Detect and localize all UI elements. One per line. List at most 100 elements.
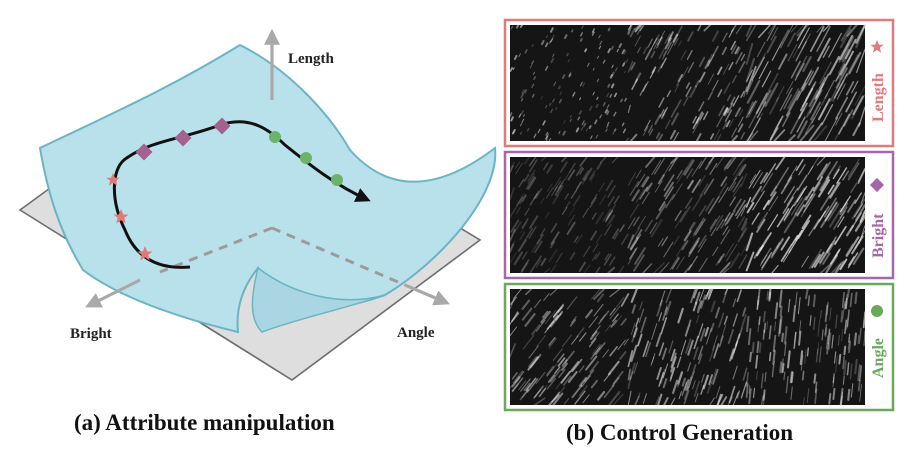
rain-streak <box>758 316 761 326</box>
star-icon <box>870 40 884 53</box>
rain-streak <box>625 137 630 142</box>
rain-streak <box>589 360 600 373</box>
rain-streak <box>543 162 549 171</box>
rain-streak <box>640 316 647 334</box>
rain-streak <box>542 162 549 170</box>
rain-streak <box>750 185 763 203</box>
rain-streak <box>621 49 625 55</box>
rain-streak <box>630 234 642 251</box>
rain-streak <box>844 297 848 310</box>
rain-streak <box>509 326 518 337</box>
rain-streak <box>565 201 571 209</box>
rain-streak <box>809 315 812 326</box>
rain-streak <box>768 291 772 302</box>
rain-streak <box>650 37 658 50</box>
rain-streak <box>624 97 627 102</box>
rain-streak <box>738 163 747 177</box>
rain-streak <box>860 192 866 204</box>
rain-streak <box>745 372 749 388</box>
rain-streak <box>629 203 640 219</box>
rain-streak <box>521 307 533 321</box>
rain-streak <box>588 337 597 348</box>
rain-streak <box>819 195 831 211</box>
rain-streak <box>780 176 793 195</box>
rain-streak <box>699 288 705 302</box>
rain-streak <box>816 24 824 33</box>
rain-streak <box>707 73 715 85</box>
rain-streak <box>771 364 774 378</box>
rain-streak <box>803 193 816 213</box>
rain-streak <box>727 102 734 114</box>
rain-streak <box>833 165 841 177</box>
rain-streak <box>839 387 844 407</box>
rain-streak <box>756 295 760 311</box>
rain-streak <box>795 291 798 306</box>
rain-streak <box>630 322 636 335</box>
rain-streak <box>559 91 562 96</box>
rain-streak <box>845 81 855 96</box>
rain-streak <box>745 196 752 208</box>
rain-streak <box>824 79 835 99</box>
rain-streak <box>531 93 535 98</box>
rain-streak <box>535 259 542 268</box>
rain-streak <box>858 365 863 382</box>
rain-streak <box>782 196 794 215</box>
rain-streak <box>768 351 772 362</box>
rain-streak <box>609 308 616 316</box>
rain-streak <box>846 23 858 37</box>
rain-streak <box>805 186 815 201</box>
rain-streak <box>800 354 804 371</box>
rain-streak <box>627 376 632 390</box>
rain-streak <box>551 186 558 197</box>
rain-streak <box>767 191 777 206</box>
rain-streak <box>846 362 850 376</box>
rain-streak <box>620 318 627 326</box>
rain-streak <box>569 252 576 260</box>
rain-streak <box>513 251 524 266</box>
rain-streak <box>756 41 766 58</box>
rain-streak <box>522 113 526 118</box>
rain-streak <box>854 230 866 249</box>
rain-streak <box>825 335 829 350</box>
rain-streak <box>629 370 634 381</box>
rain-streak <box>680 339 687 356</box>
rain-streak <box>662 50 667 57</box>
rain-streak <box>835 96 849 120</box>
rain-streak <box>665 300 672 316</box>
rain-streak <box>676 356 682 369</box>
rain-streak <box>511 383 519 393</box>
rain-streak <box>724 109 733 123</box>
rain-streak <box>768 325 772 340</box>
rain-streak <box>812 294 816 308</box>
rain-streak <box>533 385 544 398</box>
rain-streak <box>795 24 805 36</box>
rain-streak <box>710 226 717 237</box>
rain-streak <box>730 40 736 51</box>
rain-streak <box>555 252 563 264</box>
rain-streak <box>627 247 638 265</box>
rain-streak <box>612 393 624 406</box>
rain-streak <box>851 198 866 220</box>
rain-streak <box>799 124 815 142</box>
rain-streak <box>509 228 516 242</box>
rain-streak <box>581 25 584 29</box>
rain-streak <box>582 82 586 87</box>
rain-streak <box>627 217 636 230</box>
rain-streak <box>525 227 534 239</box>
rain-streak <box>808 218 820 237</box>
rain-streak <box>799 87 814 112</box>
rain-streak <box>771 42 783 61</box>
rain-streak <box>575 181 582 190</box>
rain-streak <box>594 251 601 260</box>
rain-streak <box>862 319 865 329</box>
rain-streak <box>703 24 712 32</box>
rain-streak <box>759 254 768 266</box>
rain-streak <box>858 106 866 127</box>
star-icon <box>113 209 129 224</box>
rain-streak <box>698 175 706 187</box>
rain-streak <box>854 85 866 106</box>
rain-streak <box>740 244 748 257</box>
rain-streak <box>729 252 740 269</box>
rain-streak <box>596 78 600 83</box>
circle-icon <box>269 131 281 143</box>
